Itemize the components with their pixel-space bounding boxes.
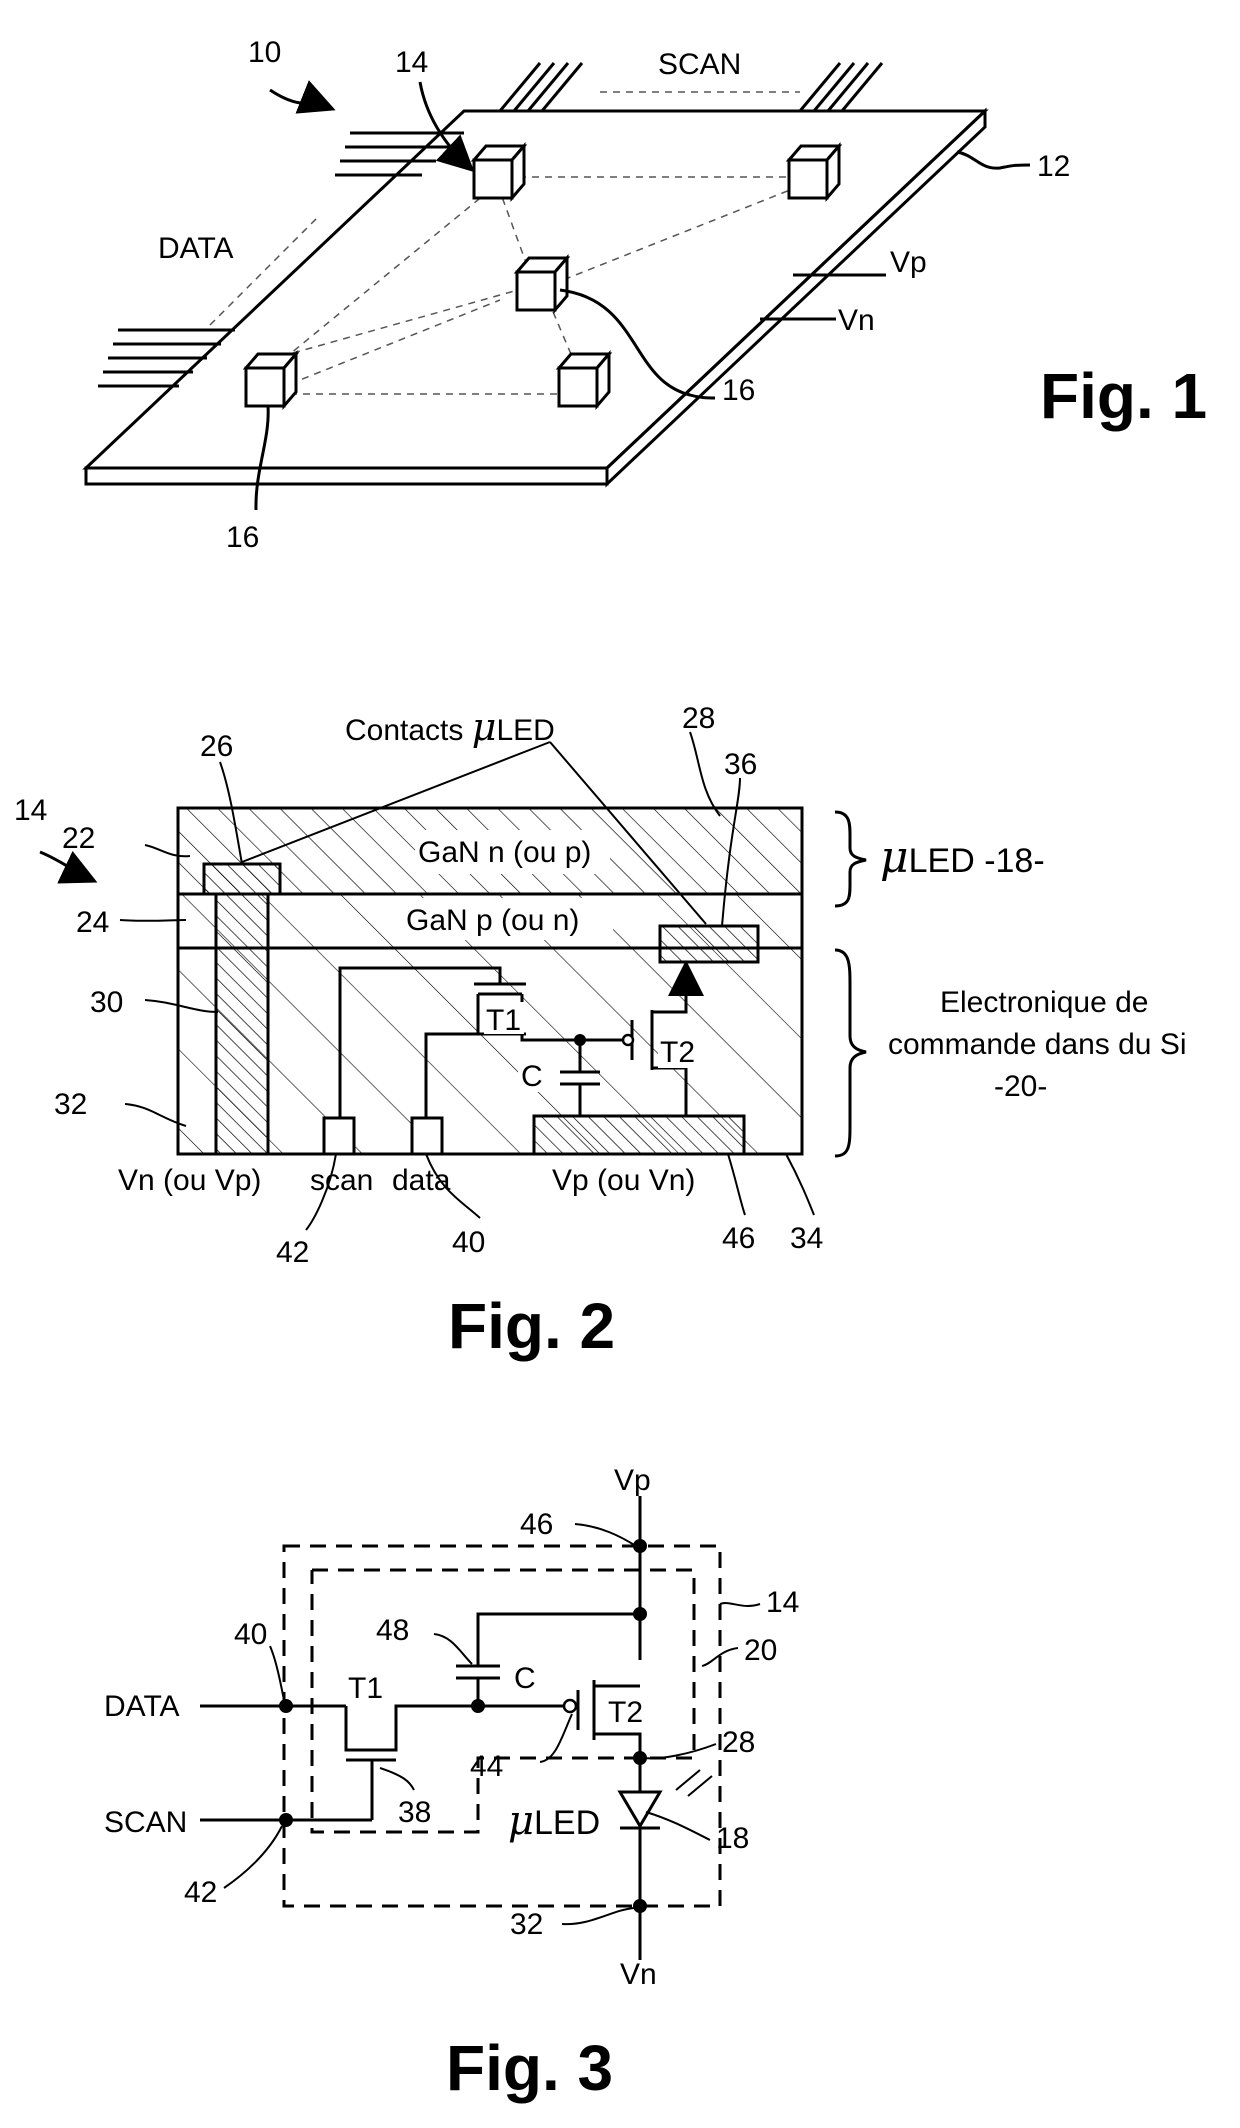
ref-32: 32 [510,1908,543,1941]
t2-label: T2 [608,1696,643,1729]
gan-p-label: GaN p (ou n) [406,904,579,937]
led-cube-center [517,258,567,310]
ref-10: 10 [248,36,281,69]
t1-label: T1 [486,1004,521,1037]
vp-ou-vn-label: Vp (ou Vn) [552,1164,695,1197]
ref-32: 32 [54,1088,87,1121]
ref-16-right: 16 [722,374,755,407]
vp-label: Vp [890,246,927,279]
gan-n-label: GaN n (ou p) [418,836,591,869]
contact-46 [534,1116,744,1154]
data-pad-40 [412,1118,442,1154]
figure-2: Contacts μLED 28 26 36 14 22 24 30 32 Ga… [14,702,1187,1362]
ref-24: 24 [76,906,109,939]
contacts-uled-label: Contacts μLED [345,705,555,749]
ref-46: 46 [722,1222,755,1255]
bracket-uled [835,812,866,906]
ref-26: 26 [200,730,233,763]
ref-48: 48 [376,1614,409,1647]
ref-20: 20 [744,1634,777,1667]
uled-18-label: μLED -18- [880,832,1045,883]
leader-12 [957,152,1030,168]
elec-line1: Electronique de [940,986,1148,1019]
scan-label: SCAN [658,48,741,81]
fig2-caption: Fig. 2 [448,1290,615,1362]
pixel-box-14 [284,1546,720,1906]
data-label: DATA [158,232,234,265]
scan-label: scan [310,1164,373,1197]
ref-16-bottom: 16 [226,521,259,554]
figure-3: Vp 46 14 48 C 40 20 DATA T1 T2 44 28 38 … [104,1464,799,2104]
via-30 [216,894,268,1154]
ref-12: 12 [1037,150,1070,183]
elec-line3: -20- [994,1070,1047,1103]
ref-46: 46 [520,1508,553,1541]
vn-label: Vn [620,1958,657,1991]
figure-1: 10 14 SCAN 12 DATA Vp Vn 16 16 Fig. 1 [86,36,1207,554]
leader-10 [270,90,330,108]
ref-42: 42 [276,1236,309,1269]
ref-40: 40 [452,1226,485,1259]
fig3-caption: Fig. 3 [446,2032,613,2104]
vn-label: Vn [838,304,875,337]
ref-28: 28 [722,1726,755,1759]
c-label: C [521,1060,543,1093]
vp-label: Vp [614,1464,651,1497]
scan-pad-42 [324,1118,354,1154]
t2-label: T2 [660,1036,695,1069]
contact-26 [204,864,280,894]
ref-36: 36 [724,748,757,781]
elec-line2: commande dans du Si [888,1028,1187,1061]
data-label: DATA [104,1690,180,1723]
contact-36 [660,926,758,962]
data-lines [98,133,464,386]
leader-16-bottom [256,406,268,510]
ref-18: 18 [716,1822,749,1855]
fig1-caption: Fig. 1 [1040,360,1207,432]
leader-14 [420,82,470,168]
data-label: data [392,1164,451,1197]
ref-34: 34 [790,1222,823,1255]
fig3-circuit [200,1496,660,1960]
ref-14: 14 [14,794,47,827]
led-cube-bottom-left [246,354,296,406]
ref-40: 40 [234,1618,267,1651]
led-cube-top-left [474,146,524,198]
ref-28: 28 [682,702,715,735]
scan-label: SCAN [104,1806,187,1839]
ref-38: 38 [398,1796,431,1829]
bracket-electronics [835,950,866,1156]
ref-14: 14 [395,46,428,79]
led-cube-bottom-right [559,354,609,406]
ref-14: 14 [766,1586,799,1619]
led-cube-top-right [789,146,839,198]
substrate-plate-edge [86,468,607,484]
uled-label: μLED [508,1798,600,1844]
vn-ou-vp-label: Vn (ou Vp) [118,1164,261,1197]
ref-30: 30 [90,986,123,1019]
t1-label: T1 [348,1672,383,1705]
ref-42: 42 [184,1876,217,1909]
ref-22: 22 [62,822,95,855]
ref-44: 44 [470,1750,503,1783]
c-label: C [514,1662,536,1695]
